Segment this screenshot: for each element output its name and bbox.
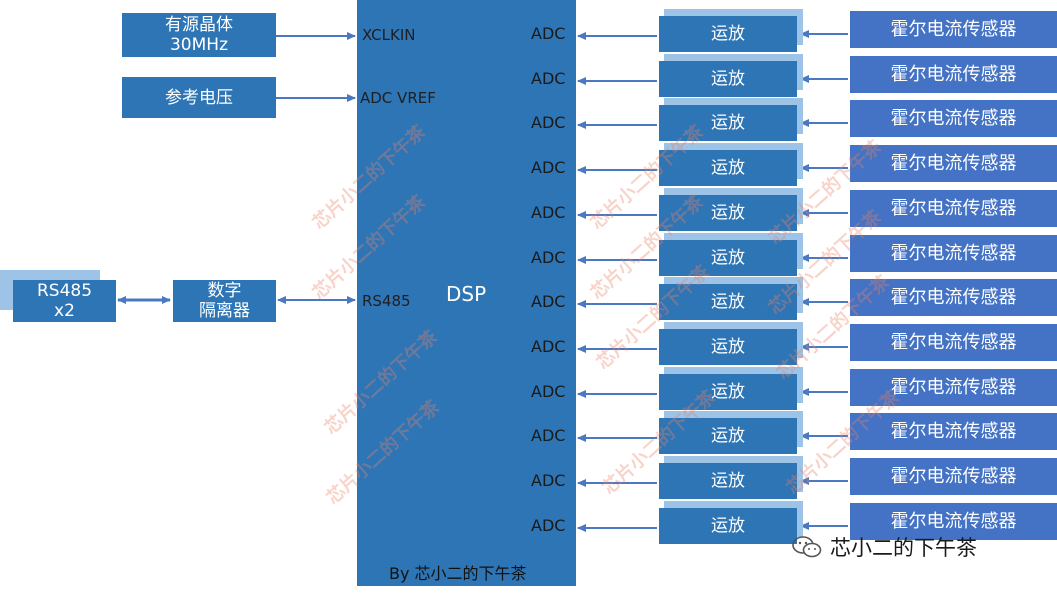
opamp-block: 运放 bbox=[659, 240, 797, 276]
hall-sensor-block: 霍尔电流传感器 bbox=[850, 145, 1057, 182]
hall-sensor-label: 霍尔电流传感器 bbox=[890, 242, 1017, 264]
isolator-block: 数字 隔离器 bbox=[173, 280, 276, 322]
wechat-icon bbox=[792, 536, 822, 558]
adc-pin-label: ADC bbox=[531, 337, 566, 356]
brand-caption: 芯小二的下午茶 bbox=[792, 532, 977, 562]
opamp-block: 运放 bbox=[659, 463, 797, 499]
opamp-block: 运放 bbox=[659, 374, 797, 410]
rs485-label-line1: RS485 bbox=[36, 281, 93, 301]
adc-pin-label: ADC bbox=[531, 292, 566, 311]
hall-sensor-block: 霍尔电流传感器 bbox=[850, 324, 1057, 361]
crystal-block: 有源晶体 30MHz bbox=[122, 13, 276, 57]
opamp-block: 运放 bbox=[659, 150, 797, 186]
hall-sensor-block: 霍尔电流传感器 bbox=[850, 11, 1057, 48]
opamp-block: 运放 bbox=[659, 418, 797, 454]
adc-pin-label: ADC bbox=[531, 426, 566, 445]
hall-sensor-block: 霍尔电流传感器 bbox=[850, 503, 1057, 540]
pin-rs485: RS485 bbox=[362, 292, 411, 310]
opamp-label: 运放 bbox=[711, 471, 745, 491]
hall-sensor-block: 霍尔电流传感器 bbox=[850, 190, 1057, 227]
opamp-label: 运放 bbox=[711, 113, 745, 133]
hall-sensor-block: 霍尔电流传感器 bbox=[850, 413, 1057, 450]
hall-sensor-label: 霍尔电流传感器 bbox=[890, 197, 1017, 219]
hall-sensor-label: 霍尔电流传感器 bbox=[890, 465, 1017, 487]
opamp-label: 运放 bbox=[711, 248, 745, 268]
isolator-label-line1: 数字 bbox=[207, 281, 242, 301]
hall-sensor-label: 霍尔电流传感器 bbox=[890, 376, 1017, 398]
opamp-block: 运放 bbox=[659, 195, 797, 231]
adc-pin-label: ADC bbox=[531, 113, 566, 132]
hall-sensor-label: 霍尔电流传感器 bbox=[890, 63, 1017, 85]
opamp-label: 运放 bbox=[711, 24, 745, 44]
crystal-label-line1: 有源晶体 bbox=[165, 15, 233, 35]
opamp-block: 运放 bbox=[659, 16, 797, 52]
hall-sensor-block: 霍尔电流传感器 bbox=[850, 235, 1057, 272]
opamp-block: 运放 bbox=[659, 508, 797, 544]
opamp-block: 运放 bbox=[659, 284, 797, 320]
hall-sensor-label: 霍尔电流传感器 bbox=[890, 152, 1017, 174]
hall-sensor-label: 霍尔电流传感器 bbox=[890, 286, 1017, 308]
opamp-label: 运放 bbox=[711, 203, 745, 223]
opamp-block: 运放 bbox=[659, 329, 797, 365]
opamp-label: 运放 bbox=[711, 292, 745, 312]
adc-pin-label: ADC bbox=[531, 248, 566, 267]
brand-text: 芯小二的下午茶 bbox=[830, 536, 977, 560]
adc-pin-label: ADC bbox=[531, 69, 566, 88]
opamp-label: 运放 bbox=[711, 337, 745, 357]
opamp-label: 运放 bbox=[711, 69, 745, 89]
opamp-block: 运放 bbox=[659, 105, 797, 141]
opamp-label: 运放 bbox=[711, 158, 745, 178]
dsp-title: DSP bbox=[446, 282, 487, 306]
hall-sensor-block: 霍尔电流传感器 bbox=[850, 458, 1057, 495]
hall-sensor-label: 霍尔电流传感器 bbox=[890, 420, 1017, 442]
adc-pin-label: ADC bbox=[531, 203, 566, 222]
adc-pin-label: ADC bbox=[531, 516, 566, 535]
hall-sensor-block: 霍尔电流传感器 bbox=[850, 100, 1057, 137]
adc-pin-label: ADC bbox=[531, 24, 566, 43]
opamp-label: 运放 bbox=[711, 516, 745, 536]
hall-sensor-label: 霍尔电流传感器 bbox=[890, 18, 1017, 40]
adc-pin-label: ADC bbox=[531, 158, 566, 177]
hall-sensor-label: 霍尔电流传感器 bbox=[890, 107, 1017, 129]
dsp-block bbox=[357, 0, 576, 586]
hall-sensor-block: 霍尔电流传感器 bbox=[850, 56, 1057, 93]
adc-pin-label: ADC bbox=[531, 471, 566, 490]
hall-sensor-block: 霍尔电流传感器 bbox=[850, 279, 1057, 316]
pin-xclkin: XCLKIN bbox=[362, 26, 416, 44]
hall-sensor-block: 霍尔电流传感器 bbox=[850, 369, 1057, 406]
dsp-footer: By 芯小二的下午茶 bbox=[389, 564, 527, 583]
vref-label: 参考电压 bbox=[165, 87, 233, 108]
opamp-block: 运放 bbox=[659, 61, 797, 97]
vref-block: 参考电压 bbox=[122, 77, 276, 118]
adc-pin-label: ADC bbox=[531, 382, 566, 401]
isolator-label-line2: 隔离器 bbox=[199, 301, 250, 321]
pin-adc-vref: ADC VREF bbox=[360, 89, 436, 107]
hall-sensor-label: 霍尔电流传感器 bbox=[890, 510, 1017, 532]
opamp-label: 运放 bbox=[711, 426, 745, 446]
rs485-block: RS485 x2 bbox=[13, 280, 116, 322]
opamp-label: 运放 bbox=[711, 382, 745, 402]
crystal-label-line2: 30MHz bbox=[169, 35, 228, 55]
rs485-label-line2: x2 bbox=[54, 301, 75, 321]
hall-sensor-label: 霍尔电流传感器 bbox=[890, 331, 1017, 353]
